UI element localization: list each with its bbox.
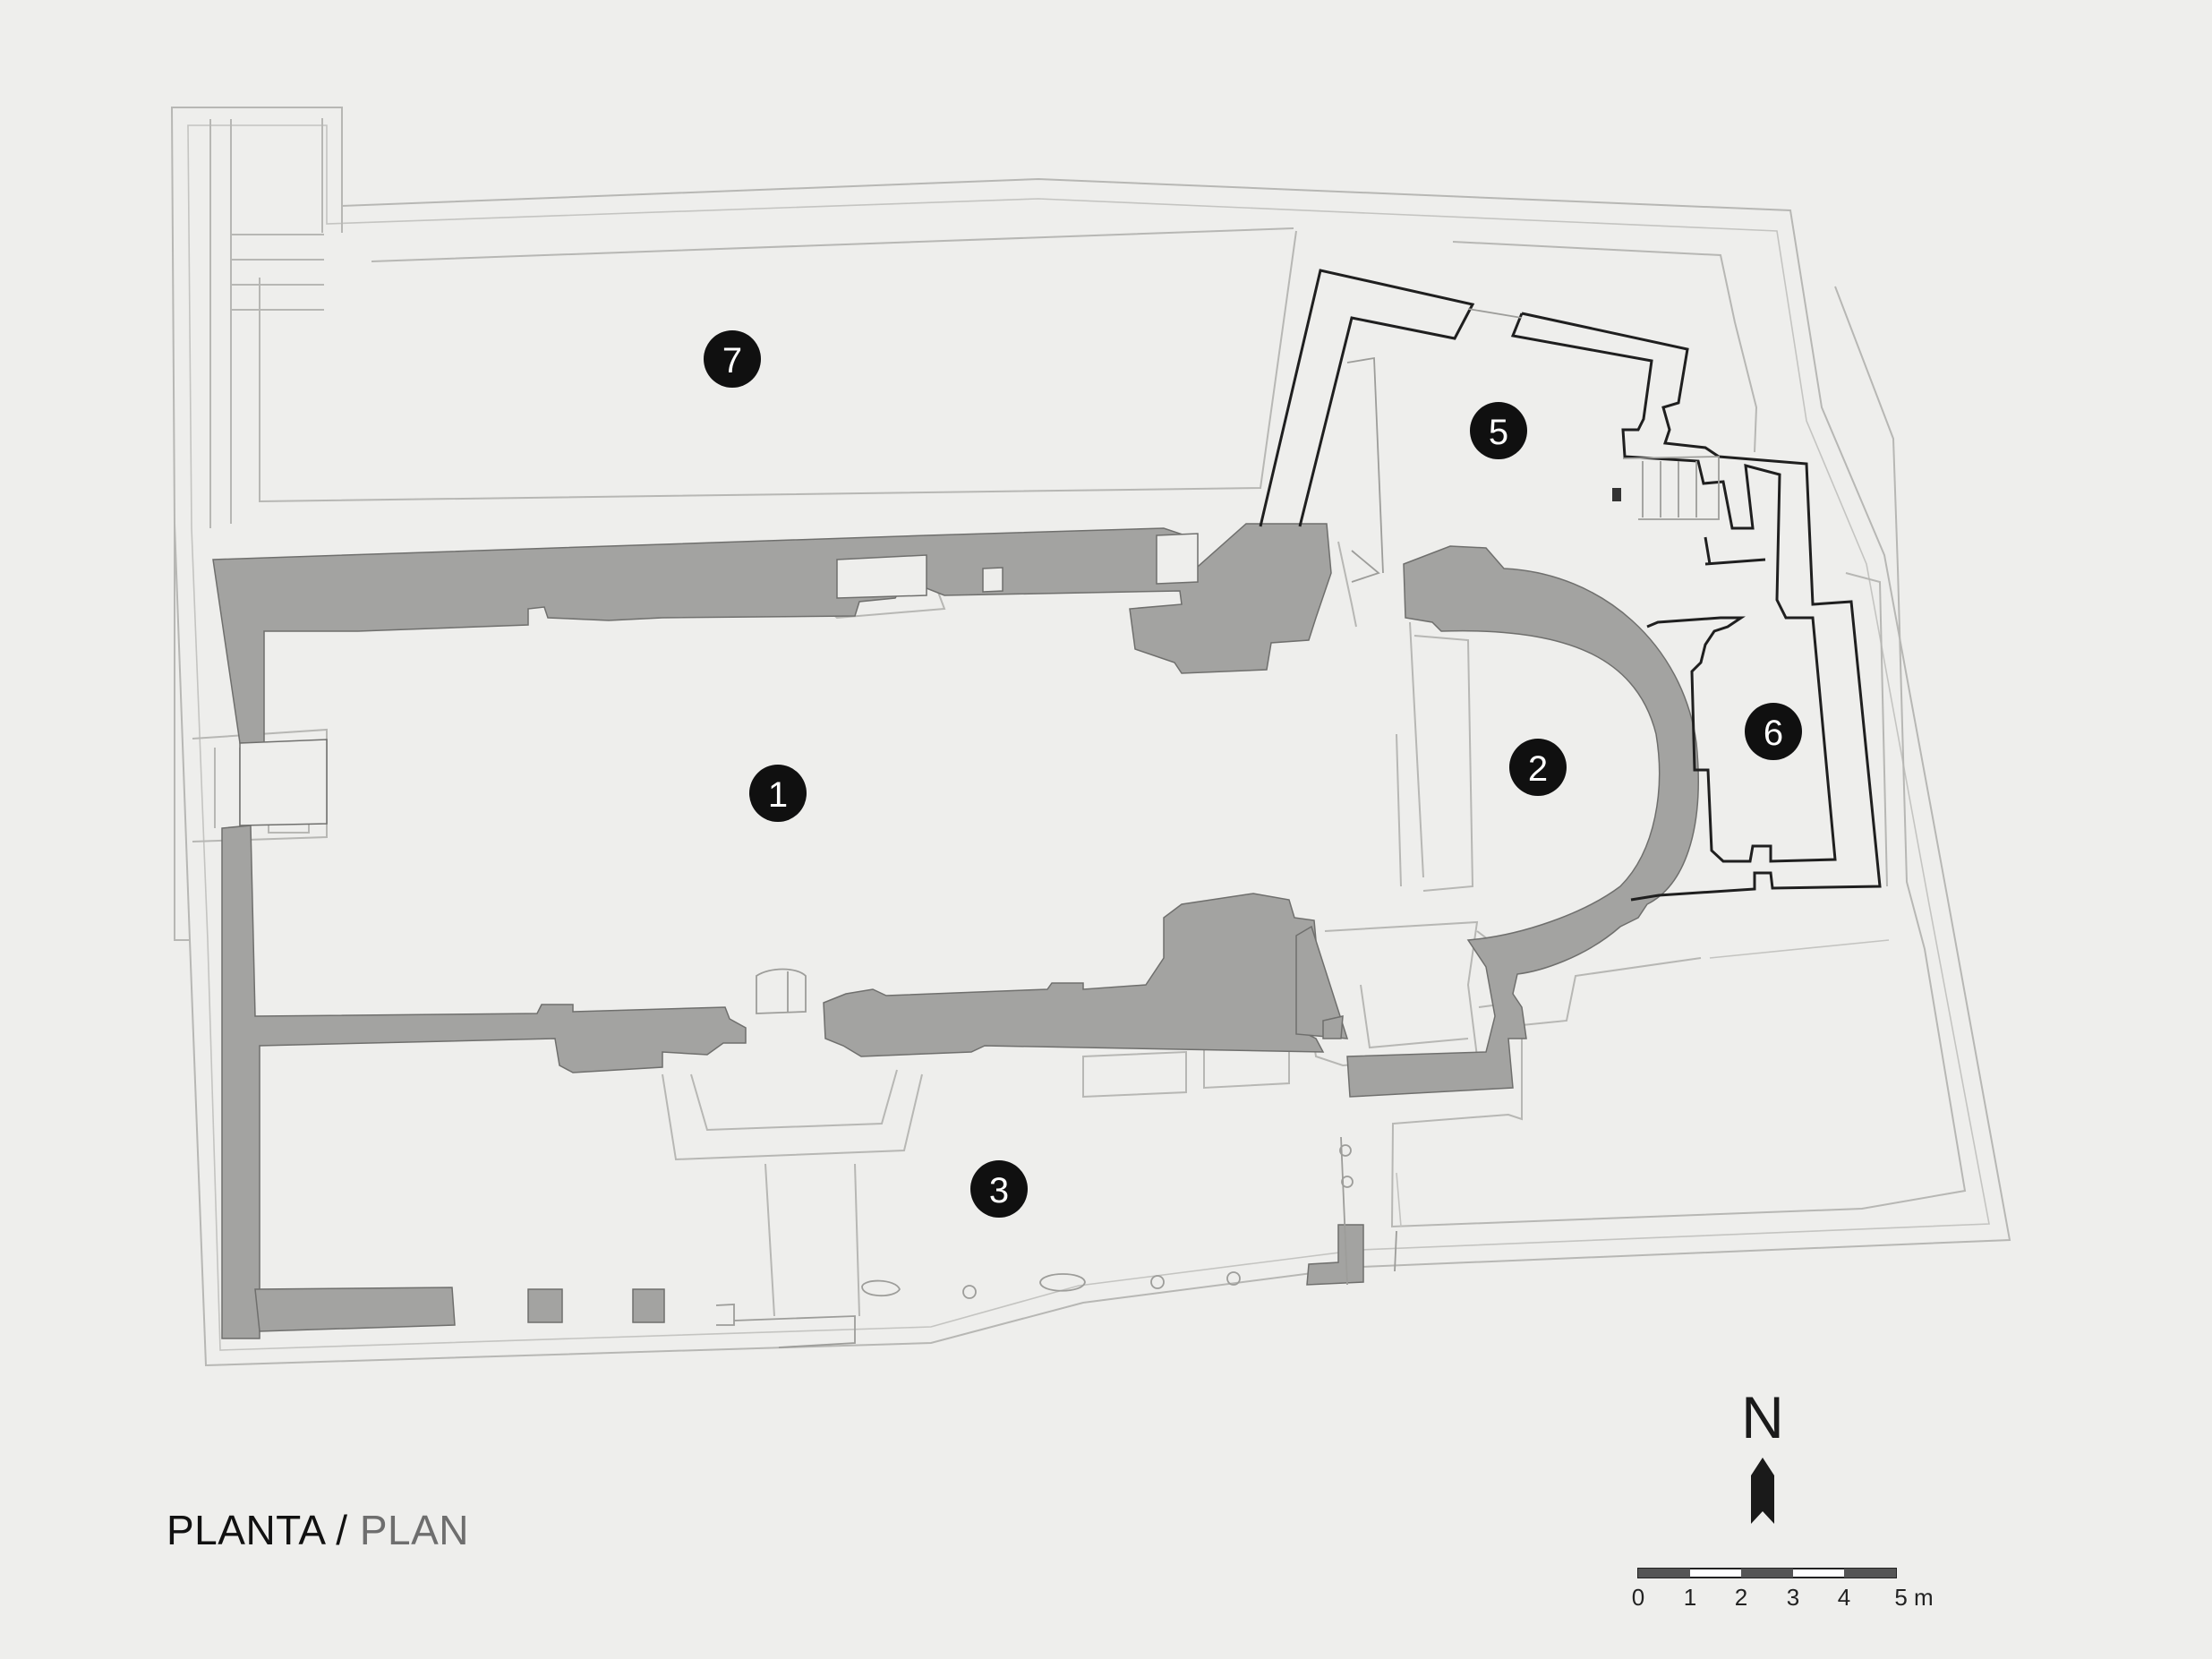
room-marker-2-dot <box>1509 739 1567 796</box>
scale-tick-2: 2 <box>1735 1584 1747 1611</box>
north-compass: N <box>1741 1384 1784 1524</box>
room-marker-5: 5 <box>1470 402 1527 459</box>
room-marker-6-dot <box>1745 703 1802 760</box>
scale-tick-0: 0 <box>1632 1584 1644 1611</box>
room-marker-1-dot <box>749 765 807 822</box>
north-letter: N <box>1741 1384 1784 1450</box>
room-marker-7-dot <box>704 330 761 388</box>
scale-tick-1: 1 <box>1684 1584 1696 1611</box>
room-marker-7: 7 <box>704 330 761 388</box>
scale-tick-4: 4 <box>1838 1584 1850 1611</box>
church-walls <box>212 523 1699 1339</box>
plan-title-primary: PLANTA / <box>167 1507 348 1553</box>
annex-rooms <box>1259 269 1882 902</box>
room-marker-5-label: 5 <box>1489 413 1508 452</box>
north-arrow-icon <box>1751 1458 1774 1524</box>
room-marker-7-label: 7 <box>722 341 742 381</box>
room-marker-2-label: 2 <box>1528 749 1548 789</box>
plan-details <box>715 356 1397 1348</box>
site-outline <box>170 107 2011 1367</box>
room-marker-3-label: 3 <box>989 1171 1009 1210</box>
room-marker-6: 6 <box>1745 703 1802 760</box>
room-marker-1-label: 1 <box>768 775 788 815</box>
plan-title-secondary: PLAN <box>359 1507 470 1553</box>
room-marker-3: 3 <box>970 1160 1028 1218</box>
room-markers: 7 5 1 2 6 3 <box>704 330 1802 1218</box>
room-marker-6-label: 6 <box>1764 714 1783 753</box>
room-marker-5-dot <box>1470 402 1527 459</box>
scale-tick-3: 3 <box>1787 1584 1799 1611</box>
scale-tick-5m: 5 m <box>1894 1584 1933 1611</box>
room-marker-1: 1 <box>749 765 807 822</box>
scale-bar: 0 1 2 3 4 5 m <box>1632 1568 1934 1611</box>
room-marker-3-dot <box>970 1160 1028 1218</box>
plan-title: PLANTA / PLAN <box>167 1506 469 1554</box>
room-marker-2: 2 <box>1509 739 1567 796</box>
